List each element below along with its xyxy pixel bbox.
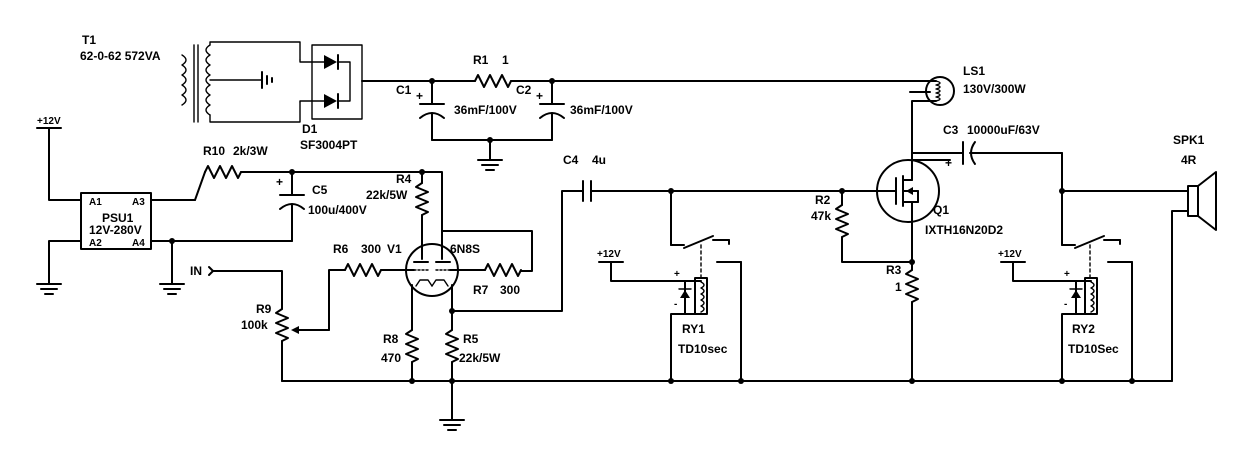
- r10-ref: R10: [203, 144, 225, 158]
- inductor-ls1[interactable]: [911, 76, 955, 161]
- r9-ref: R9: [256, 302, 272, 316]
- r5-ref: R5: [463, 332, 479, 346]
- r7-ref: R7: [473, 283, 489, 297]
- r9-value: 100k: [241, 318, 268, 332]
- r10-value: 2k/3W: [233, 144, 268, 158]
- c4-value: 4u: [592, 153, 606, 167]
- ls1-ref: LS1: [963, 64, 985, 78]
- resistor-r5[interactable]: [445, 329, 459, 421]
- ry2-minus: -: [1064, 299, 1067, 310]
- c3-plus: +: [945, 156, 952, 170]
- t1-ref: T1: [82, 33, 96, 47]
- capacitor-c3[interactable]: [949, 141, 1063, 165]
- ls1-value: 130V/300W: [963, 82, 1026, 96]
- c2-ref: C2: [516, 83, 532, 97]
- v1-ref: V1: [387, 242, 402, 256]
- input-label: IN: [190, 264, 202, 278]
- resistor-r8[interactable]: [405, 329, 419, 382]
- diode-d1[interactable]: [299, 44, 363, 120]
- potentiometer-r9[interactable]: [275, 308, 330, 382]
- ground-psu1-a4: [159, 240, 185, 295]
- resistor-r3[interactable]: [905, 234, 919, 382]
- ry1-supply: +12V: [597, 249, 621, 260]
- capacitor-c5[interactable]: [279, 171, 305, 242]
- psu1-value: 12V-280V: [89, 223, 142, 237]
- r1-ref: R1: [473, 53, 489, 67]
- r4-ref: R4: [396, 172, 412, 186]
- capacitor-c1[interactable]: [419, 80, 445, 141]
- ground-psu1: [36, 283, 62, 295]
- t1-value: 62-0-62 572VA: [80, 49, 161, 63]
- ground-psu: [477, 139, 503, 171]
- resistor-r2[interactable]: [835, 190, 913, 263]
- d1-value: SF3004PT: [300, 138, 358, 152]
- c1-ref: C1: [396, 83, 412, 97]
- ry1-minus: -: [674, 299, 677, 310]
- r8-value: 470: [381, 351, 401, 365]
- r2-ref: R2: [815, 193, 831, 207]
- c1-value: 36mF/100V: [454, 103, 517, 117]
- r1-value: 1: [502, 53, 509, 67]
- relay-ry2[interactable]: [1012, 235, 1133, 382]
- psu1-pin-a3: A3: [132, 197, 145, 208]
- spk1-value: 4R: [1181, 153, 1197, 167]
- r6-value: 300: [361, 242, 381, 256]
- r2-value: 47k: [811, 209, 831, 223]
- ry2-ref: RY2: [1072, 322, 1095, 336]
- r7-value: 300: [500, 283, 520, 297]
- speaker-spk1[interactable]: [1061, 171, 1217, 382]
- c4-ref: C4: [563, 153, 579, 167]
- v1-value: 6N8S: [450, 242, 480, 256]
- ground-main: [439, 419, 465, 431]
- c3-value: 10000uF/63V: [967, 123, 1040, 137]
- psu1-ref: PSU1: [102, 211, 134, 225]
- ry2-supply: +12V: [998, 249, 1022, 260]
- mosfet-q1[interactable]: [841, 159, 940, 236]
- ry2-plus: +: [1064, 269, 1070, 280]
- c2-plus: +: [536, 89, 543, 103]
- d1-ref: D1: [302, 122, 318, 136]
- psu1-pin-a2: A2: [89, 238, 102, 249]
- resistor-r10[interactable]: [194, 165, 423, 201]
- spk1-ref: SPK1: [1173, 133, 1205, 147]
- r8-ref: R8: [383, 332, 399, 346]
- q1-value: IXTH16N20D2: [925, 223, 1003, 237]
- psu1-pin-a1: A1: [89, 197, 102, 208]
- psu1-pin-a4: A4: [132, 238, 145, 249]
- r6-ref: R6: [333, 242, 349, 256]
- transformer-t1[interactable]: [181, 41, 301, 123]
- c2-value: 36mF/100V: [570, 103, 633, 117]
- capacitor-c4[interactable]: [451, 180, 843, 312]
- q1-ref: Q1: [933, 203, 949, 217]
- c5-ref: C5: [312, 183, 328, 197]
- c1-plus: +: [416, 89, 423, 103]
- r3-ref: R3: [886, 263, 902, 277]
- psu1-supply: +12V: [37, 116, 61, 127]
- ground-ct: [261, 71, 273, 89]
- ry1-ref: RY1: [682, 322, 705, 336]
- resistor-r1[interactable]: [474, 74, 512, 88]
- r4-value: 22k/5W: [366, 188, 408, 202]
- c3-ref: C3: [943, 123, 959, 137]
- ry2-value: TD10Sec: [1068, 342, 1119, 356]
- capacitor-c2[interactable]: [539, 80, 565, 141]
- resistor-r6[interactable]: [328, 263, 411, 331]
- ry1-value: TD10sec: [678, 342, 728, 356]
- c5-plus: +: [276, 175, 283, 189]
- relay-ry1[interactable]: [610, 235, 742, 382]
- ry1-plus: +: [674, 269, 680, 280]
- c5-value: 100u/400V: [308, 203, 367, 217]
- r5-value: 22k/5W: [459, 351, 501, 365]
- resistor-r7[interactable]: [453, 263, 522, 277]
- r3-value: 1: [895, 280, 902, 294]
